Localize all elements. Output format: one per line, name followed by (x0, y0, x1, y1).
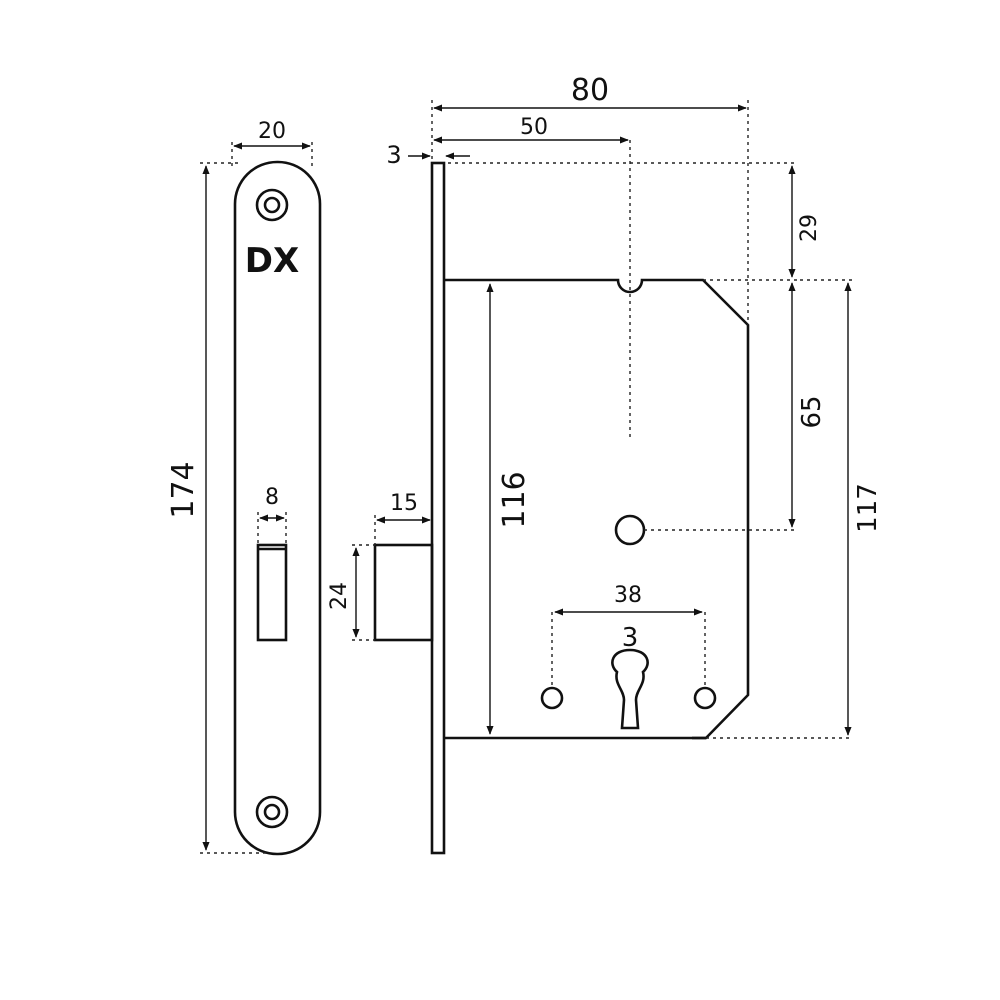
follower-offset-dimension: 65 (644, 282, 827, 531)
keyhole-marker: 3 (622, 623, 639, 653)
latch-slot-width-label: 8 (265, 485, 279, 510)
backset-total-label: 80 (571, 73, 609, 108)
faceplate-width-label: 20 (258, 119, 286, 144)
follower-offset-label: 65 (797, 395, 827, 428)
follower-hole (614, 514, 646, 546)
faceplate-outline (233, 160, 322, 856)
backset-label: 50 (520, 115, 548, 140)
top-screw-hole (255, 188, 289, 222)
overall-height-label: 117 (853, 483, 883, 533)
bolt-throw-label: 15 (390, 491, 418, 516)
bolt-height-label: 24 (327, 582, 352, 610)
faceplate-height-label: 174 (166, 461, 201, 518)
backset-total-dimension: 80 (431, 73, 749, 325)
faceplate-front-view: DX 20 174 8 (166, 119, 322, 856)
bolt-height-dimension: 24 (327, 544, 375, 641)
plate-thickness-label: 3 (386, 141, 401, 169)
backset-dimension: 50 (433, 115, 629, 144)
body-height-label: 116 (497, 471, 532, 528)
keyhole-spacing-dimension: 38 (554, 583, 703, 616)
bolt-throw-dimension: 15 (374, 491, 431, 545)
latch-slot (256, 543, 288, 642)
top-offset-label: 29 (797, 214, 822, 242)
faceplate-height-dimension: 174 (166, 162, 270, 854)
bottom-screw-hole (255, 795, 289, 829)
keyhole-spacing-label: 38 (614, 583, 642, 608)
faceplate-edge (430, 161, 446, 855)
left-screw-hole (540, 686, 564, 710)
overall-height-dimension: 117 (706, 279, 883, 739)
latch-slot-width-dimension: 8 (257, 485, 287, 545)
plate-thickness-dimension: 3 (386, 141, 470, 169)
keyhole-icon (611, 648, 649, 730)
body-height-dimension: 116 (486, 283, 532, 735)
lock-body-side-view: 3 80 50 3 29 (327, 73, 883, 855)
faceplate-width-dimension: 20 (231, 119, 313, 168)
deadbolt (373, 543, 434, 642)
brand-logo: DX (245, 241, 299, 281)
right-screw-hole (693, 686, 717, 710)
lock-case-outline (444, 278, 750, 740)
top-offset-dimension: 29 (448, 162, 822, 281)
